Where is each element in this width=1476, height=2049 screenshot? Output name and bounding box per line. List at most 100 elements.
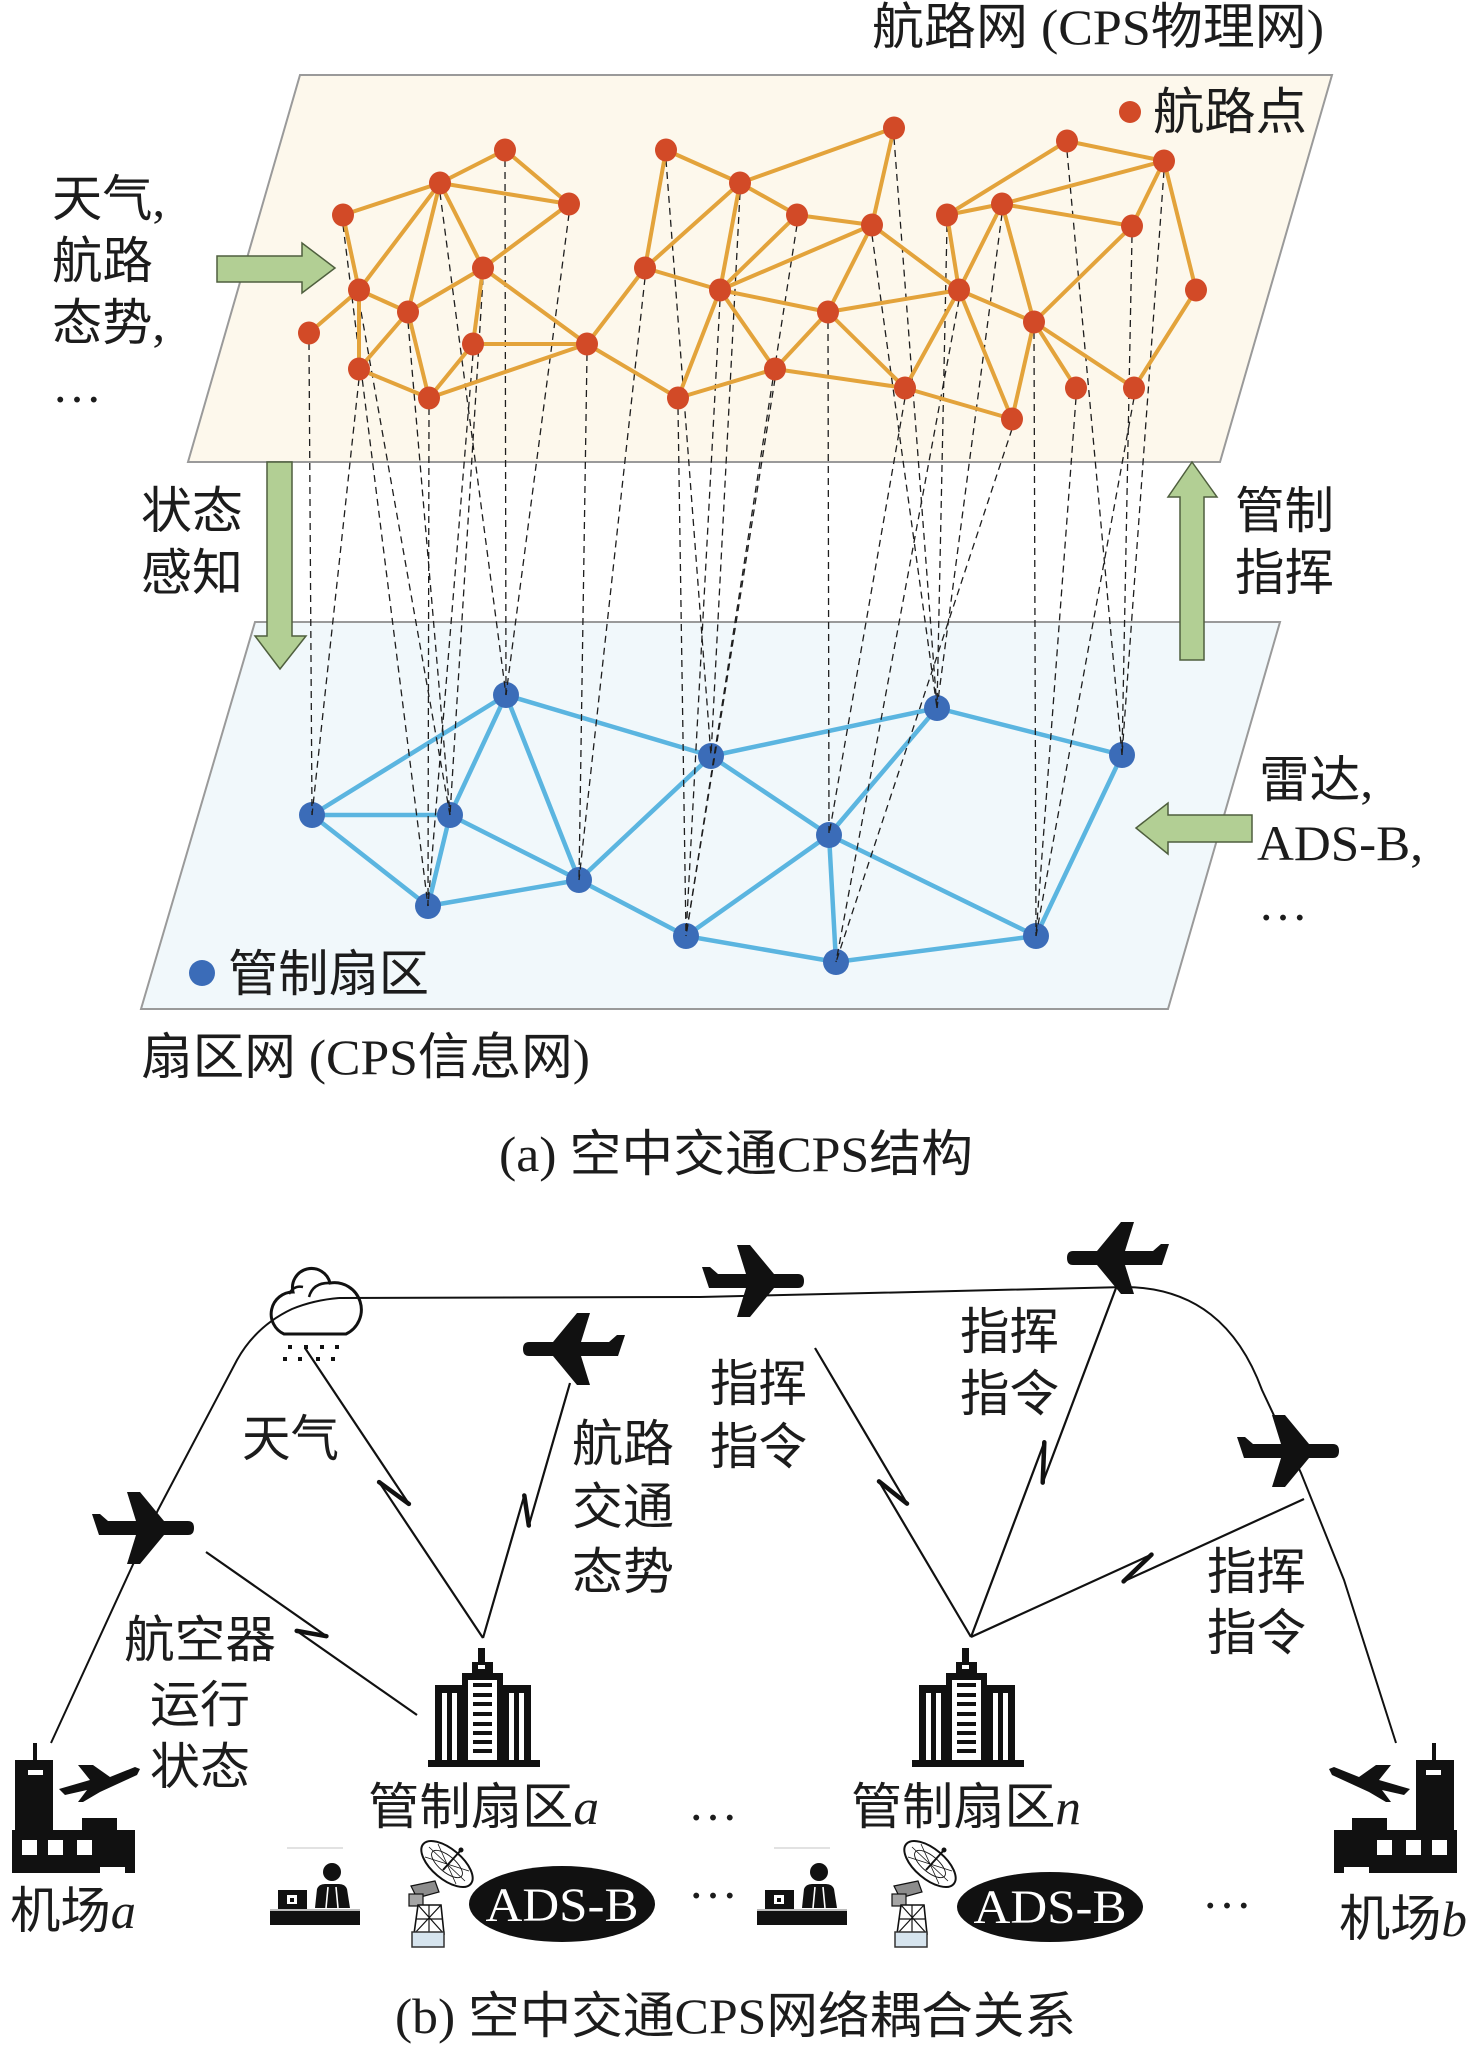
waypoint-node — [429, 171, 451, 195]
devices-ellipsis: … — [688, 1853, 738, 1909]
route-edge — [1000, 202, 1036, 324]
airport-icon-b — [1329, 1743, 1457, 1873]
controller-icon-n — [756, 1847, 848, 1926]
route-edge — [438, 181, 485, 270]
adsb-badge-a — [469, 1866, 655, 1942]
waypoint-node — [1056, 129, 1078, 153]
route-edge — [406, 181, 442, 314]
lightning-icon — [1040, 1440, 1047, 1485]
route-edge — [676, 288, 722, 400]
route-edge — [1032, 320, 1078, 390]
input-arrow-right-icon — [216, 241, 337, 295]
aircraft-state-label: 运行 — [150, 1677, 250, 1733]
radar-icon-a — [408, 1831, 482, 1948]
route-edge — [1162, 159, 1198, 292]
external-input-ellipsis: … — [52, 357, 102, 413]
adsb-badge-n — [957, 1872, 1143, 1942]
waypoint-node — [576, 332, 598, 356]
external-input-label: 航路 — [52, 233, 153, 289]
panel-b-network-coupling: ADS-B ADS-B 天气 航路 交通 态势 指挥 指令 指挥 指令 指挥 指… — [10, 1222, 1467, 2044]
airport-a-label: 机场a — [10, 1883, 136, 1939]
rain-dot — [283, 1357, 287, 1361]
mapping-dashed-line — [1121, 235, 1133, 756]
aircraft-state-label: 状态 — [150, 1739, 250, 1795]
route-edge — [643, 148, 668, 270]
sectors-ellipsis: … — [688, 1775, 738, 1831]
command-label: 指挥 — [960, 1304, 1059, 1360]
waypoint-node — [1123, 376, 1145, 400]
route-edge — [1065, 139, 1166, 163]
waypoint-node — [667, 386, 689, 410]
mapping-dashed-line — [677, 407, 687, 937]
route-edge — [585, 266, 647, 346]
route-traffic-label: 交通 — [572, 1479, 674, 1535]
route-edge — [1032, 224, 1134, 324]
route-edge — [826, 223, 874, 314]
lightning-icon — [294, 1628, 329, 1639]
route-edge — [957, 288, 1014, 421]
route-edge — [341, 213, 361, 292]
command-label: 指挥 — [710, 1356, 807, 1412]
route-edge — [1132, 288, 1198, 390]
route-edge — [643, 181, 742, 270]
waypoint-node — [494, 138, 516, 162]
sector-link — [576, 753, 714, 883]
sector-n-label: 管制扇区n — [851, 1779, 1081, 1835]
airport-b-suffix: b — [1441, 1891, 1467, 1947]
mapping-dashed-line — [665, 159, 712, 757]
route-edge — [341, 181, 442, 217]
waypoint-node — [991, 192, 1013, 216]
waypoint-node — [894, 376, 916, 400]
mapping-dashed-line — [311, 378, 360, 816]
sector-link — [576, 877, 689, 939]
rain-dot — [320, 1345, 324, 1349]
adsb-badge-n-label: ADS-B — [974, 1881, 1127, 1934]
physical-network-plane — [186, 74, 1334, 463]
route-edge — [643, 266, 722, 292]
route-edge — [357, 367, 431, 400]
waypoint-node — [1185, 278, 1207, 302]
devices-ellipsis: … — [1202, 1863, 1252, 1919]
mapping-dashed-line — [685, 299, 721, 937]
rain-dots — [283, 1345, 339, 1361]
mapping-dashed-line — [407, 321, 451, 816]
mapping-dashed-line — [835, 299, 960, 963]
rain-dot — [331, 1357, 335, 1361]
waypoint-node — [332, 203, 354, 227]
flight-path-arrival — [1125, 1286, 1397, 1744]
sector-link — [833, 933, 1039, 965]
sector-a-suffix: a — [573, 1779, 599, 1835]
route-edge — [1130, 159, 1166, 228]
waypoint-node — [817, 300, 839, 324]
information-network-title: 扇区网 (CPS信息网) — [141, 1029, 590, 1085]
airplane-icon — [1237, 1415, 1339, 1487]
waypoint-legend-dot — [1119, 101, 1141, 123]
route-edge — [903, 288, 961, 390]
sector-link — [934, 705, 1125, 758]
sector-node — [698, 743, 724, 769]
airplane-icon — [702, 1245, 804, 1317]
mapping-dashed-line — [835, 428, 1013, 963]
weather-cloud-icon — [269, 1266, 363, 1361]
waypoint-node — [634, 256, 656, 280]
waypoint-nodes — [298, 116, 1207, 431]
flight-path-departure — [50, 1297, 340, 1744]
waypoint-node — [883, 116, 905, 140]
route-edge — [945, 213, 961, 292]
route-edge — [427, 342, 475, 400]
waypoint-sector-mapping-lines — [308, 137, 1165, 963]
route-edge — [406, 266, 485, 314]
waypoint-node — [786, 203, 808, 227]
mapping-dashed-line — [449, 277, 484, 816]
sector-legend-dot — [189, 960, 215, 986]
waypoint-node — [558, 192, 580, 216]
physical-network-title: 航路网 (CPS物理网) — [872, 0, 1324, 55]
waypoint-legend-label: 航路点 — [1153, 84, 1307, 140]
mapping-dashed-line — [578, 353, 588, 881]
lightning-icon — [876, 1479, 910, 1506]
controller-icon-a — [269, 1847, 361, 1926]
route-edge — [1032, 320, 1136, 390]
sector-link — [826, 832, 1039, 939]
route-edge — [1010, 320, 1036, 421]
